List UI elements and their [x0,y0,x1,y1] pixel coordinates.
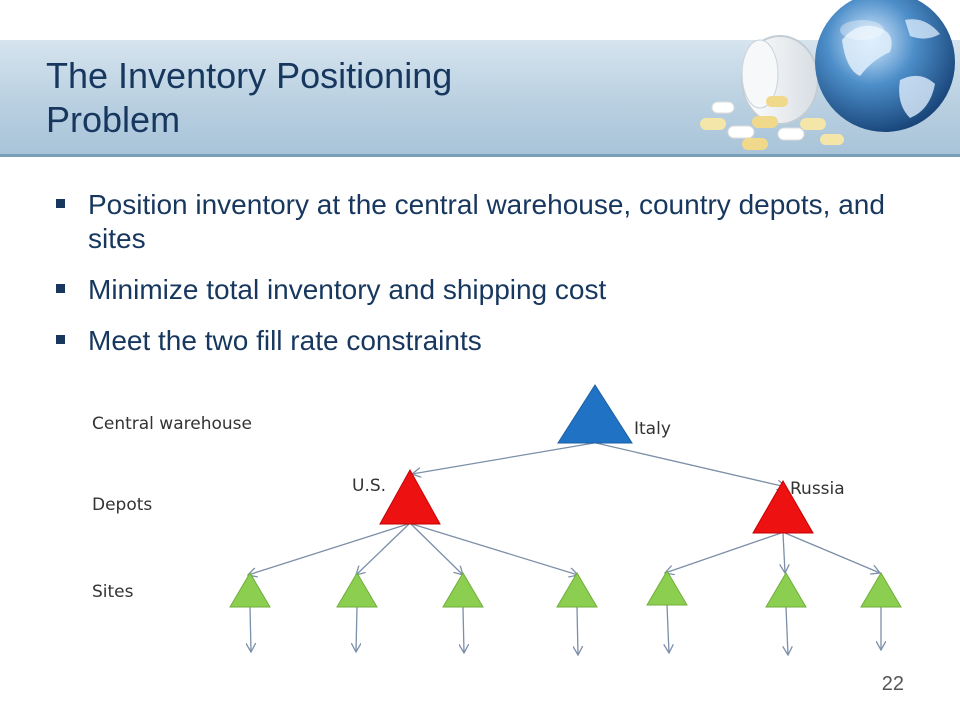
site-node [765,572,807,608]
edge-us-to-site [248,523,409,575]
site-node [556,572,598,608]
bullet-text: Meet the two fill rate constraints [88,325,482,356]
title-line-2: Problem [46,99,181,140]
slide-title: The Inventory Positioning Problem [46,54,452,142]
demand-arrow [786,606,788,655]
demand-arrow [667,604,669,653]
edge-russia-to-site [783,532,785,573]
header-divider [0,154,960,157]
site-node [442,572,484,608]
edge-russia-to-site [784,532,880,573]
slide-header: The Inventory Positioning Problem [0,0,960,160]
site-node [646,570,688,606]
edge-central-to-us [412,442,595,474]
site-node [229,572,271,608]
bullet-text: Position inventory at the central wareho… [88,189,885,254]
edge-central-to-russia [595,442,786,487]
level-label-depots: Depots [92,495,152,515]
node-label-us: U.S. [352,476,386,496]
node-label-russia: Russia [790,479,845,499]
demand-arrow [250,606,251,652]
square-bullet-icon [56,335,65,344]
title-line-1: The Inventory Positioning [46,55,453,96]
node-label-italy: Italy [634,419,671,439]
edge-us-to-site [411,523,578,575]
pills-and-globe-image [700,0,955,150]
edge-russia-to-site [665,532,782,573]
demand-arrow [577,606,578,655]
globe-icon [815,0,955,132]
edge-us-to-site [356,523,410,575]
bullet-item: Position inventory at the central wareho… [50,188,910,256]
square-bullet-icon [56,284,65,293]
level-label-sites: Sites [92,582,134,602]
depot-node-us [379,468,441,525]
bullet-list: Position inventory at the central wareho… [50,188,910,375]
network-edges [248,442,881,655]
bullet-item: Meet the two fill rate constraints [50,324,910,358]
square-bullet-icon [56,199,65,208]
site-node [860,572,902,608]
bullet-item: Minimize total inventory and shipping co… [50,273,910,307]
page-number: 22 [881,673,904,695]
edge-us-to-site [410,523,463,575]
site-nodes [229,570,902,608]
demand-arrow [463,606,464,653]
depot-node-russia [752,479,814,534]
bullet-text: Minimize total inventory and shipping co… [88,274,607,305]
site-node [336,572,378,608]
demand-arrow [356,606,357,652]
capsules-icon [700,96,844,150]
level-label-central: Central warehouse [92,414,252,434]
central-warehouse-node [557,384,633,444]
